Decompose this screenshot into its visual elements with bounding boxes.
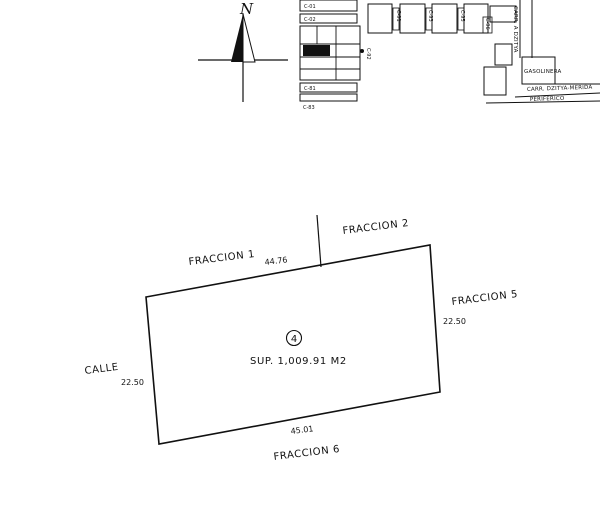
north-arrow: N <box>198 0 288 102</box>
dimension-north: 44.76 <box>264 255 288 267</box>
block-top-1 <box>367 3 393 34</box>
block-top-5 <box>489 5 517 23</box>
lot-number-circle <box>285 329 303 347</box>
north-arrow-head-outline-icon <box>242 13 256 63</box>
gas-station-lot <box>521 56 556 85</box>
block-c81 <box>299 82 358 93</box>
block-top-3 <box>431 3 458 34</box>
road-periferico-edge <box>485 100 600 104</box>
highlighted-lot <box>303 45 330 56</box>
block-top-2 <box>399 3 426 34</box>
block-top-1-link <box>392 7 400 31</box>
dimension-south: 45.01 <box>290 424 314 436</box>
block-label-c91: C-91 <box>395 10 401 22</box>
block-mid-1 <box>494 43 513 66</box>
north-arrow-head-icon <box>231 14 243 62</box>
neighbor-calle: CALLE <box>84 362 119 377</box>
lot-number: 4 <box>291 334 297 345</box>
lot-marker-icon <box>360 49 364 53</box>
block-label-c01: C-01 <box>304 4 316 10</box>
neighbor-fraccion-2: FRACCION 2 <box>342 218 410 237</box>
block-c01 <box>299 0 358 12</box>
block-c96-outline <box>482 16 493 34</box>
neighbor-fraccion-5: FRACCION 5 <box>451 289 519 308</box>
dimension-east: 22.50 <box>443 317 466 326</box>
neighbor-fraccion-1: FRACCION 1 <box>188 249 256 268</box>
road-dzitya-merida-edge <box>514 92 600 98</box>
lot-plan: 4 SUP. 1,009.91 M2 FRACCION 1 FRACCION 2… <box>84 214 519 463</box>
block-label-c81: C-81 <box>304 86 316 92</box>
location-map: C-01 C-02 C-92 C-81 C-83 C-91 C-93 C-95 … <box>299 0 600 111</box>
block-label-c92: C-92 <box>365 48 371 60</box>
road-label-periferico: PERIFERICO <box>530 96 565 103</box>
dimension-west: 22.50 <box>121 378 144 387</box>
north-symbol: N <box>239 0 254 18</box>
lot-boundary <box>145 244 441 445</box>
block-top-4 <box>463 3 489 34</box>
block-c02 <box>299 13 358 24</box>
neighbor-fraccion-6: FRACCION 6 <box>273 444 341 463</box>
block-label-c93: C-93 <box>427 10 433 22</box>
block-label-c02: C-02 <box>304 17 316 23</box>
block-main <box>299 25 361 81</box>
block-label-c95: C-95 <box>459 10 465 22</box>
gas-station-label: GASOLINERA <box>524 69 562 75</box>
block-label-c96: C-96 <box>484 18 490 30</box>
block-label-c83: C-83 <box>303 105 315 111</box>
road-label-dzitya-merida: CARR. DZITYA-MERIDA <box>527 85 593 93</box>
block-mid-2 <box>483 66 507 96</box>
fraccion-2-boundary-line <box>316 214 322 268</box>
road-label-dzitya: CARR. A DZITYA <box>512 6 518 53</box>
lot-area-label: SUP. 1,009.91 M2 <box>250 356 347 367</box>
block-lower <box>299 93 358 102</box>
